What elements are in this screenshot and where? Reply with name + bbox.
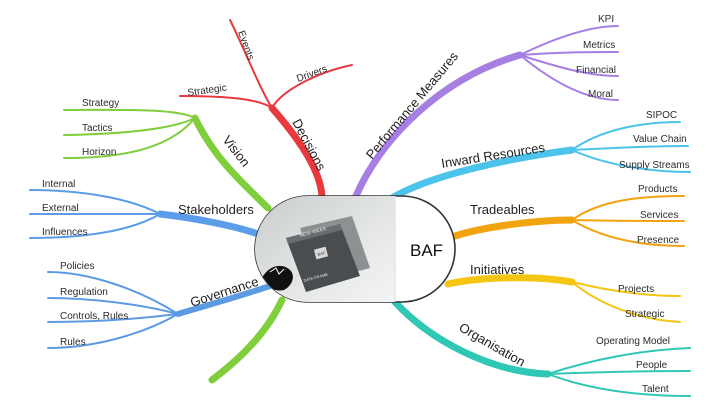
performance-leaf-line-metrics [519, 51, 619, 56]
vision-branch-line [191, 114, 272, 212]
vision-leaf-line-strategy [63, 108, 196, 119]
initiatives-leaf-strategic: Strategic [625, 309, 664, 320]
initiatives-leaf-projects: Projects [618, 284, 654, 295]
tradeables-leaf-services: Services [640, 210, 678, 221]
performance-leaf-line-moral [519, 54, 619, 101]
inward-leaf-line-supply [571, 149, 691, 173]
decisions-leaf-events: Events [235, 29, 256, 61]
branch-decisions[interactable]: Decisions Events Drivers Strategic [179, 19, 353, 200]
inward-branch-line [388, 146, 576, 202]
initiatives-label: Initiatives [470, 262, 525, 277]
initiatives-branch-line [444, 274, 576, 288]
inward-leaf-line-sipoc [571, 121, 681, 151]
inward-leaf-line-valuechain [571, 145, 689, 151]
performance-leaf-metrics: Metrics [583, 40, 615, 51]
stakeholders-label: Stakeholders [178, 202, 254, 217]
tradeables-leaf-presence: Presence [637, 235, 680, 246]
initiatives-leaf-line-strategic [571, 281, 681, 323]
inward-leaf-sipoc: SIPOC [646, 110, 677, 121]
scribble-blob [262, 265, 293, 291]
center-label: BAF [410, 241, 443, 260]
tradeables-leaf-line-presence [571, 219, 685, 247]
organisation-leaf-line-talent [547, 373, 691, 397]
tradeables-leaf-line-products [571, 195, 685, 221]
governance-leaf-rules: Rules [60, 337, 86, 348]
performance-leaf-moral: Moral [588, 89, 613, 100]
book-text-baf: BAF [317, 250, 326, 257]
stakeholders-leaf-line-internal [29, 189, 161, 215]
vision-leaf-strategy: Strategy [82, 98, 119, 109]
decisions-leaf-line-events [229, 19, 273, 109]
governance-leaf-policies: Policies [60, 261, 94, 272]
branch-initiatives[interactable]: Initiatives Projects Strategic [444, 262, 681, 323]
initiatives-leaf-line-projects [571, 281, 681, 297]
governance-green-connector [208, 296, 286, 384]
governance-branch-line [175, 283, 273, 317]
decisions-leaf-line-strategic [179, 95, 273, 109]
organisation-branch-line [391, 298, 552, 378]
performance-leaf-kpi: KPI [598, 14, 614, 25]
decisions-leaf-strategic: Strategic [187, 83, 228, 99]
vision-leaf-line-tactics [63, 117, 196, 136]
stakeholders-leaf-internal: Internal [42, 179, 75, 190]
organisation-leaf-operating-model: Operating Model [596, 336, 670, 347]
governance-leaf-controls-rules: Controls, Rules [60, 311, 128, 322]
stakeholders-leaf-line-influences [29, 213, 161, 239]
center-node[interactable]: NEW WEEK BAF DATA FRAME BAF [254, 195, 456, 303]
organisation-leaf-line-people [547, 370, 691, 375]
organisation-leaf-talent: Talent [642, 384, 669, 395]
vision-leaf-horizon: Horizon [82, 147, 116, 158]
governance-leaf-regulation: Regulation [60, 287, 108, 298]
branch-vision[interactable]: Vision Strategy Tactics Horizon [63, 98, 272, 212]
inward-leaf-value-chain: Value Chain [633, 134, 687, 145]
performance-branch-line [352, 51, 524, 200]
branch-tradeables[interactable]: Tradeables Products Services Presence [451, 184, 685, 247]
decisions-leaf-line-drivers [271, 64, 353, 109]
governance-leaf-line-regulation [47, 297, 179, 315]
vision-leaf-line-horizon [63, 117, 196, 159]
performance-leaf-line-kpi [519, 25, 619, 56]
book-photo-icon: NEW WEEK BAF DATA FRAME [255, 196, 395, 302]
stakeholders-leaf-external: External [42, 203, 79, 214]
performance-label: Performance Measures [363, 48, 462, 162]
stakeholders-branch-line [156, 210, 262, 238]
inward-leaf-supply-streams: Supply Streams [619, 160, 690, 171]
governance-leaf-line-policies [47, 271, 179, 315]
organisation-leaf-line-operating [547, 347, 691, 375]
tradeables-leaf-line-services [571, 219, 685, 222]
tradeables-branch-line [451, 216, 576, 240]
book-text-footer: DATA FRAME [303, 272, 329, 283]
stakeholders-leaf-influences: Influences [42, 227, 88, 238]
organisation-leaf-people: People [636, 360, 668, 371]
vision-leaf-tactics: Tactics [82, 123, 113, 134]
decisions-branch-line [268, 104, 326, 200]
governance-leaf-line-rules [47, 313, 179, 349]
governance-leaf-line-controls [47, 313, 179, 323]
branch-stakeholders[interactable]: Stakeholders Internal External Influence… [29, 179, 262, 239]
tradeables-leaf-products: Products [638, 184, 677, 195]
performance-leaf-financial: Financial [576, 65, 616, 76]
decisions-leaf-drivers: Drivers [295, 64, 329, 85]
performance-leaf-line-financial [519, 54, 619, 77]
branch-governance[interactable]: Governance Policies Regulation Controls,… [47, 261, 286, 384]
branch-performance-measures[interactable]: Performance Measures KPI Metrics Financi… [352, 14, 619, 200]
tradeables-label: Tradeables [470, 202, 535, 217]
